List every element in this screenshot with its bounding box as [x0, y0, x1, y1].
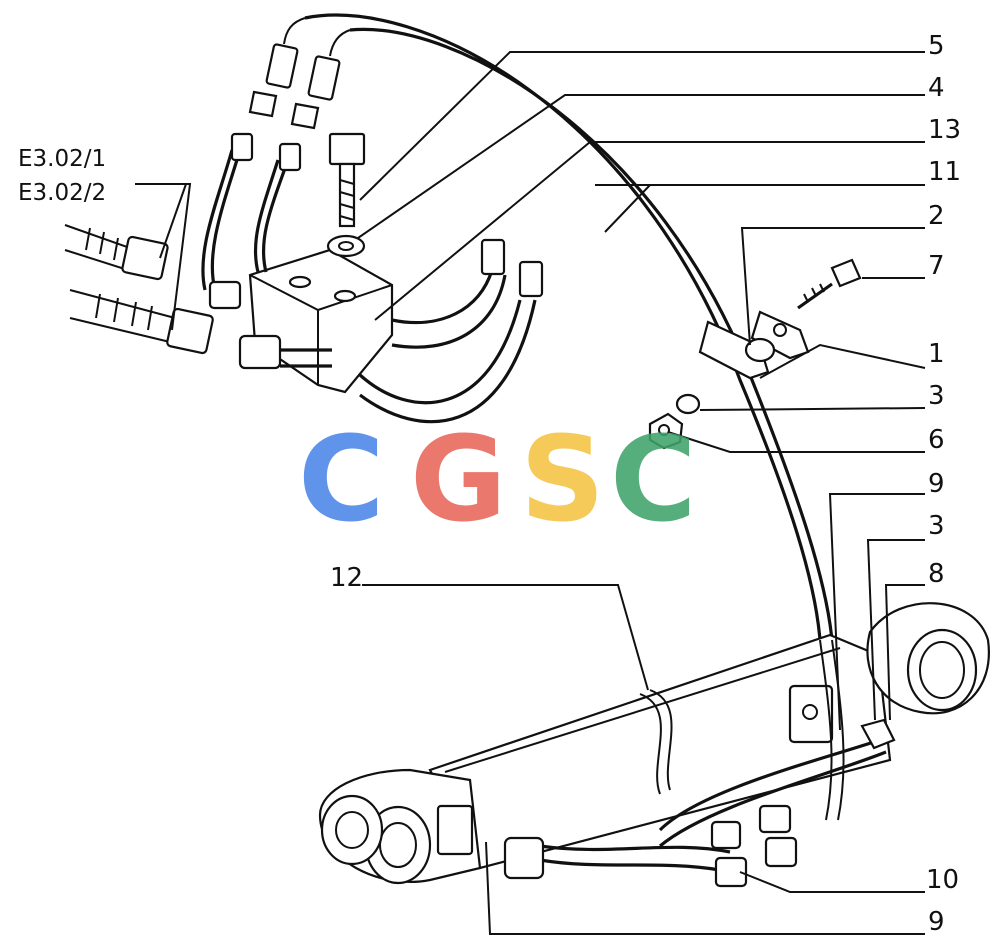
ref-label-1: E3.02/1 — [18, 146, 106, 172]
callout-9-upper: 9 — [928, 469, 945, 499]
watermark-letter-2: G — [410, 410, 507, 548]
ref-label-2: E3.02/2 — [18, 180, 106, 206]
hose-clamp — [698, 310, 810, 380]
watermark-letter-4: C — [610, 410, 697, 548]
callout-12: 12 — [330, 563, 363, 593]
rigid-pipes — [201, 132, 544, 424]
callout-5: 5 — [928, 31, 945, 61]
callout-8: 8 — [928, 559, 945, 589]
callout-9-lower: 9 — [928, 907, 945, 937]
callout-2: 2 — [928, 201, 945, 231]
watermark-letter-1: C — [298, 410, 385, 548]
cylinder-hoses — [503, 639, 896, 888]
supply-hoses-left — [64, 224, 214, 355]
callout-7: 7 — [928, 251, 945, 281]
washer-and-nut — [648, 393, 701, 450]
watermark-letter-3: S — [520, 410, 605, 548]
callout-13: 13 — [928, 115, 961, 145]
long-hose-pair — [283, 13, 834, 641]
distribution-block — [248, 248, 394, 394]
callout-10: 10 — [926, 865, 959, 895]
watermark: C G S C — [298, 410, 697, 548]
bolt — [328, 132, 366, 228]
leader-lines — [135, 51, 926, 935]
callout-1: 1 — [928, 339, 945, 369]
callout-11: 11 — [928, 157, 961, 187]
clamp-screw — [797, 258, 862, 310]
hose-fittings-top — [248, 43, 341, 130]
callout-3-lower: 3 — [928, 511, 945, 541]
hydraulic-cylinder — [318, 602, 990, 885]
callout-6: 6 — [928, 425, 945, 455]
callout-4: 4 — [928, 73, 945, 103]
callout-3-upper: 3 — [928, 381, 945, 411]
washer — [326, 234, 366, 258]
